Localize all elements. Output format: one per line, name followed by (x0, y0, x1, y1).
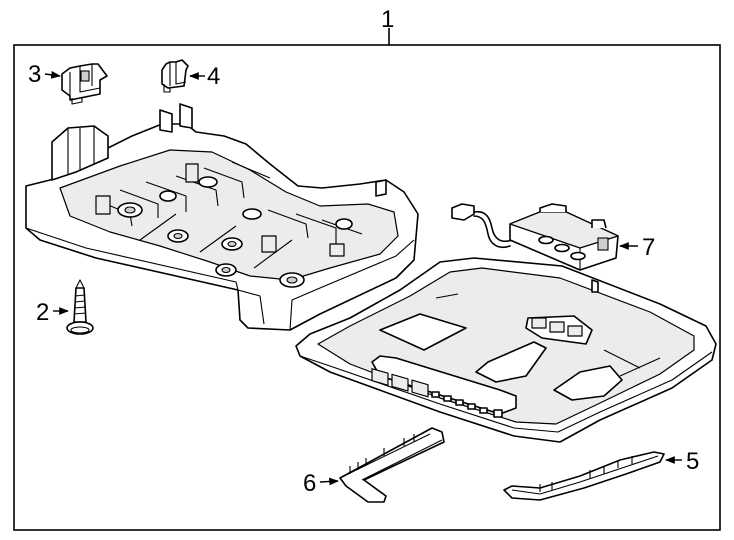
callout-4: 4 (207, 63, 220, 90)
assembly-frame (13, 44, 721, 531)
part-7-module (451, 203, 619, 271)
callout-7: 7 (642, 234, 655, 261)
callout-6: 6 (303, 470, 316, 497)
part-6-trim (339, 427, 445, 503)
callout-5: 5 (686, 448, 699, 475)
callout-3: 3 (28, 61, 41, 88)
overhead-console-housing (295, 257, 717, 443)
part-2-screw (66, 279, 94, 335)
part-3-leader (44, 70, 61, 79)
mounting-bracket (25, 103, 419, 331)
part-5-trim (503, 451, 665, 501)
callout-2: 2 (36, 299, 49, 326)
part-6-leader (319, 477, 339, 486)
part-3-clip (61, 63, 108, 105)
callout-1: 1 (381, 6, 394, 33)
part-4-clip (161, 59, 189, 93)
